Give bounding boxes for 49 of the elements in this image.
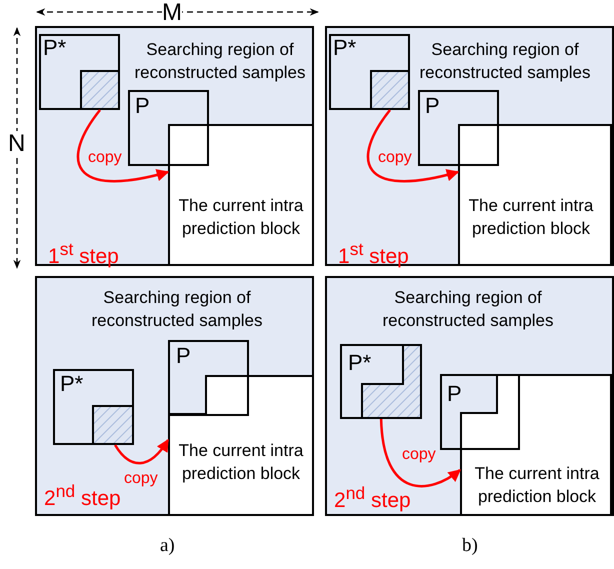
block-caption: The current intra prediction block [474,463,600,508]
region-panel [325,26,614,266]
block-box [39,34,120,110]
hatched-block [92,405,134,445]
block-box [329,34,410,110]
region-heading: Searching region of reconstructed samples [133,39,307,84]
region-panel [35,276,314,516]
hatched-block [370,70,410,110]
block-box [168,340,249,416]
step-label: 1$^{st}$ step [338,238,410,268]
current-block [168,124,314,266]
arrow [380,418,461,488]
block-box [53,369,134,445]
block-caption: The current intra prediction block [178,440,304,485]
block-label: P* [348,351,372,374]
arrow [76,109,170,182]
edge-label: copy [124,470,158,488]
block-label: P* [60,372,84,395]
region-heading: Searching region of reconstructed samples [418,39,592,84]
block-box [418,90,499,166]
block-caption: The current intra prediction block [178,195,304,240]
block-label: P [425,94,441,117]
arrow [366,109,460,182]
block-label: P* [43,36,68,59]
block-box [340,344,422,419]
block-label: P* [333,36,358,59]
block-label: P [135,94,151,117]
block-caption: The current intra prediction block [468,195,594,240]
edge-label: copy [378,149,412,167]
block-box [440,374,520,450]
block-box [128,90,209,166]
block-label: P [447,382,463,405]
arrow [114,438,170,464]
current-block [458,124,612,266]
dimension-label: N [8,131,26,157]
step-label: 1$^{st}$ step [48,238,120,268]
panel-caption: b) [462,535,478,556]
region-panel [325,276,614,516]
panel-caption: a) [160,535,175,556]
edge-label: copy [402,446,436,464]
current-block [168,375,314,516]
region-heading: Searching region of reconstructed samples [90,287,264,332]
block-label: P [176,344,192,367]
current-block [460,374,612,516]
hatched-block [80,70,120,110]
step-label: 2$^{nd}$ step [334,482,412,512]
region-heading: Searching region of reconstructed samples [381,287,555,332]
edge-label: copy [88,149,122,167]
region-panel [35,26,314,266]
